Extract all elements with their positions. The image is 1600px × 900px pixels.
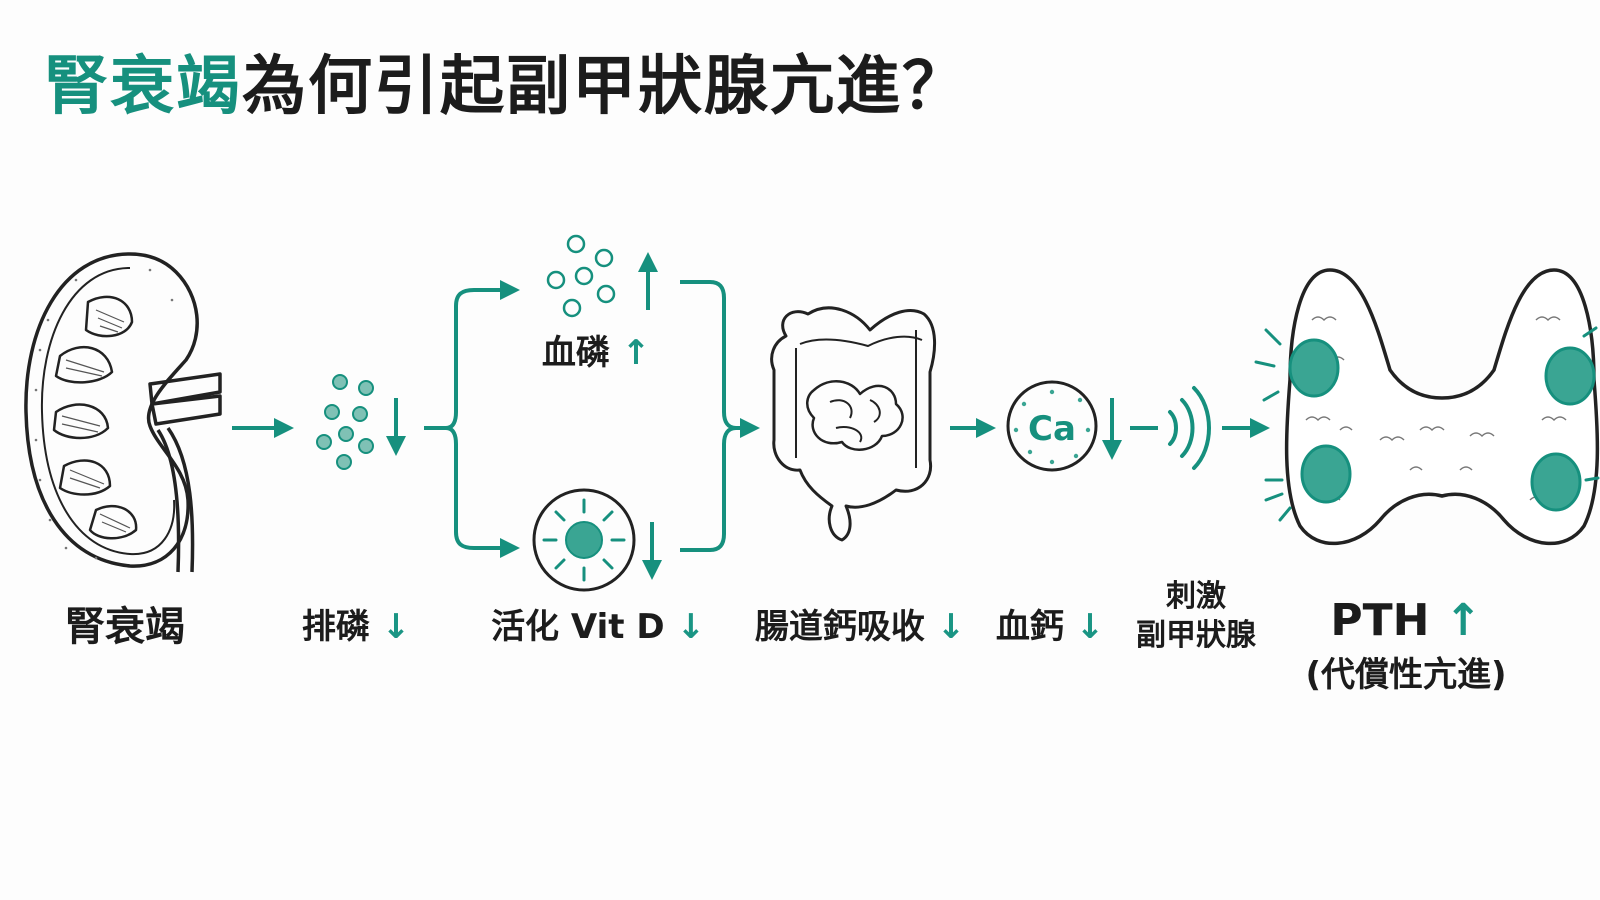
down-arrow-icon: ↓	[936, 607, 966, 647]
intestine-icon	[770, 306, 937, 542]
branch-connector	[424, 288, 512, 550]
kidney-icon	[24, 252, 222, 573]
title-highlight: 腎衰竭	[44, 50, 242, 124]
label-pth: PTH ↑	[1330, 595, 1482, 646]
label-kidney-failure: 腎衰竭	[65, 604, 185, 650]
page-title: 腎衰竭為何引起副甲狀腺亢進？	[44, 52, 968, 122]
label-pth-compensatory: (代償性亢進)	[1305, 655, 1507, 695]
blood-phosphate-bubbles-icon	[546, 234, 616, 318]
label-active-vitamin-d: 活化 Vit D ↓	[491, 607, 705, 647]
down-arrow-icon: ↓	[381, 607, 411, 647]
parathyroid-gland-icon	[1254, 268, 1600, 546]
up-arrow-icon: ↑	[621, 333, 651, 373]
up-arrow-icon: ↑	[1444, 595, 1482, 646]
gland-radiating-lines	[1582, 326, 1600, 482]
down-arrow-icon: ↓	[1075, 607, 1105, 647]
signal-waves-icon	[1168, 386, 1211, 470]
phosphate-particles-icon	[316, 374, 374, 470]
merge-connector	[680, 280, 737, 552]
label-phosphate-excretion: 排磷 ↓	[301, 607, 411, 647]
calcium-symbol: Ca	[1028, 409, 1076, 449]
label-stimulate-parathyroid: 刺激 副甲狀腺	[1136, 579, 1256, 653]
calcium-icon: Ca	[1006, 380, 1098, 472]
label-blood-calcium: 血鈣 ↓	[995, 607, 1105, 647]
label-blood-phosphate: 血磷 ↑	[541, 333, 651, 373]
vitamin-d-sun-icon	[532, 488, 636, 592]
title-rest: 為何引起副甲狀腺亢進？	[242, 50, 968, 124]
down-arrow-icon: ↓	[676, 607, 705, 647]
label-intestinal-calcium-absorption: 腸道鈣吸收 ↓	[754, 607, 966, 647]
